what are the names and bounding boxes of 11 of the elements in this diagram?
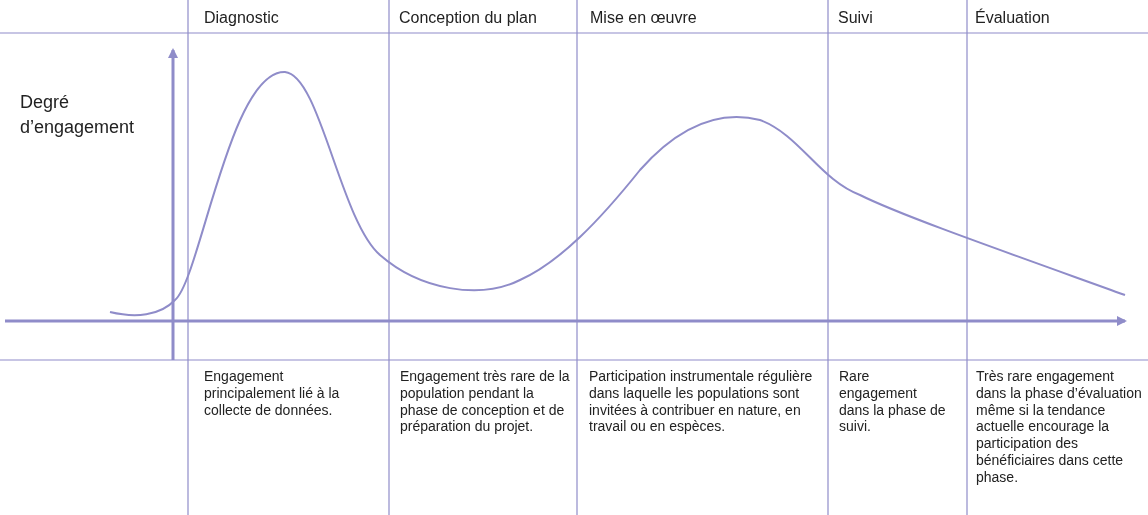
description-text: Engagement très rare de la population pendant la phase de conception et de préparation du projet. [400, 368, 571, 436]
axis-label: Degré d’engagement [20, 91, 136, 140]
description-text: Très rare engagement dans la phase d’évaluation même si la tendance actuelle encourage la participation des bénéficiaires dans cette phase. [976, 368, 1143, 486]
description-text: Participation instrumentale régulière dans laquelle les populations sont invitées à contribuer en nature, en travail ou en espèces. [589, 368, 814, 436]
column-header: Suivi [838, 8, 873, 28]
column-header: Conception du plan [399, 8, 537, 28]
column-header: Diagnostic [204, 8, 279, 28]
column-header: Évaluation [975, 8, 1050, 28]
description-text: Rare engagement dans la phase de suivi. [839, 368, 947, 436]
description-text: Engagement principalement lié à la collecte de données. [204, 368, 341, 419]
column-header: Mise en œuvre [590, 8, 697, 28]
